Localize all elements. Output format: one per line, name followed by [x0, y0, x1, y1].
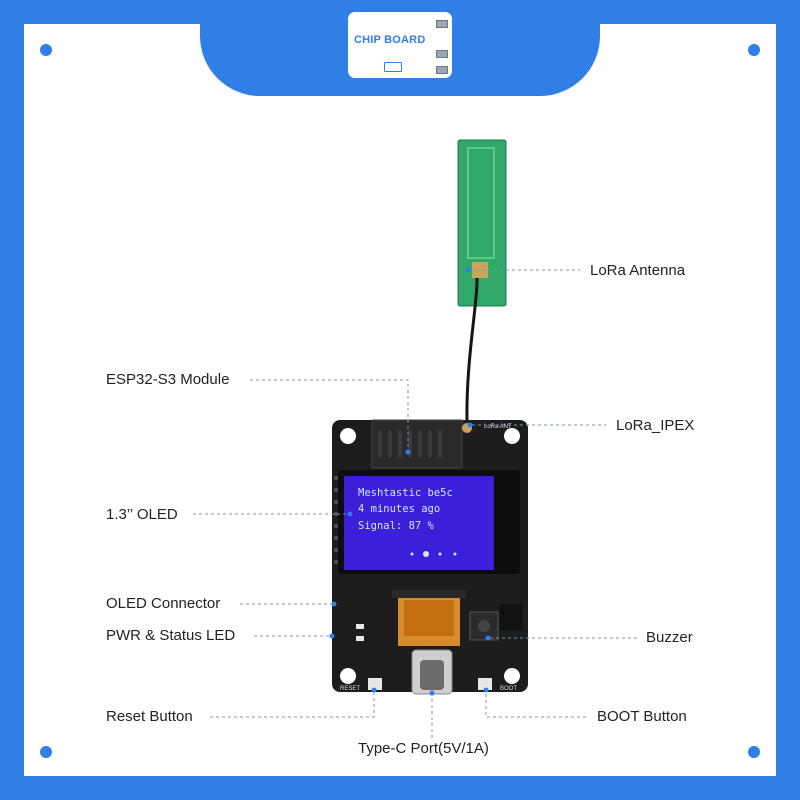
reset-silk: RESET	[340, 686, 360, 692]
corner-dot	[748, 746, 760, 758]
oled-line-3: Signal: 87 %	[358, 520, 435, 532]
boot-silk: BOOT	[500, 686, 517, 692]
callout-lora-antenna: LoRa Antenna	[590, 262, 686, 279]
oled-line-1: Meshtastic be5c	[358, 487, 453, 499]
lora-antenna	[457, 139, 507, 421]
oled-page-dots	[410, 551, 457, 557]
logo-text: CHIP BOARD	[354, 34, 426, 46]
corner-dot	[748, 44, 760, 56]
chip-board-logo: CHIP BOARD	[348, 12, 452, 78]
callout-boot-button: BOOT Button	[597, 708, 687, 725]
logo-pin-icon	[436, 66, 448, 74]
corner-dot	[40, 746, 52, 758]
pcb-board: LoRa ANT Meshtastic be5c 4 minutes ago S…	[332, 419, 528, 695]
callout-reset-button: Reset Button	[106, 708, 193, 725]
callout-oled-connector: OLED Connector	[106, 595, 221, 612]
callout-lora-ipex: LoRa_IPEX	[616, 417, 695, 434]
callout-leaders	[193, 267, 640, 738]
logo-pin-icon	[436, 20, 448, 28]
callout-oled: 1.3’’ OLED	[106, 506, 178, 523]
callout-pwr-led: PWR & Status LED	[106, 627, 236, 644]
oled-line-2: 4 minutes ago	[358, 503, 440, 515]
corner-dot	[40, 44, 52, 56]
callout-buzzer: Buzzer	[646, 629, 693, 646]
lora-ant-silk: LoRa ANT	[484, 424, 512, 430]
logo-pin-icon	[436, 50, 448, 58]
logo-chip-icon	[384, 62, 402, 72]
callout-esp32-module: ESP32-S3 Module	[106, 371, 230, 388]
callout-typec-port: Type-C Port(5V/1A)	[358, 740, 489, 757]
